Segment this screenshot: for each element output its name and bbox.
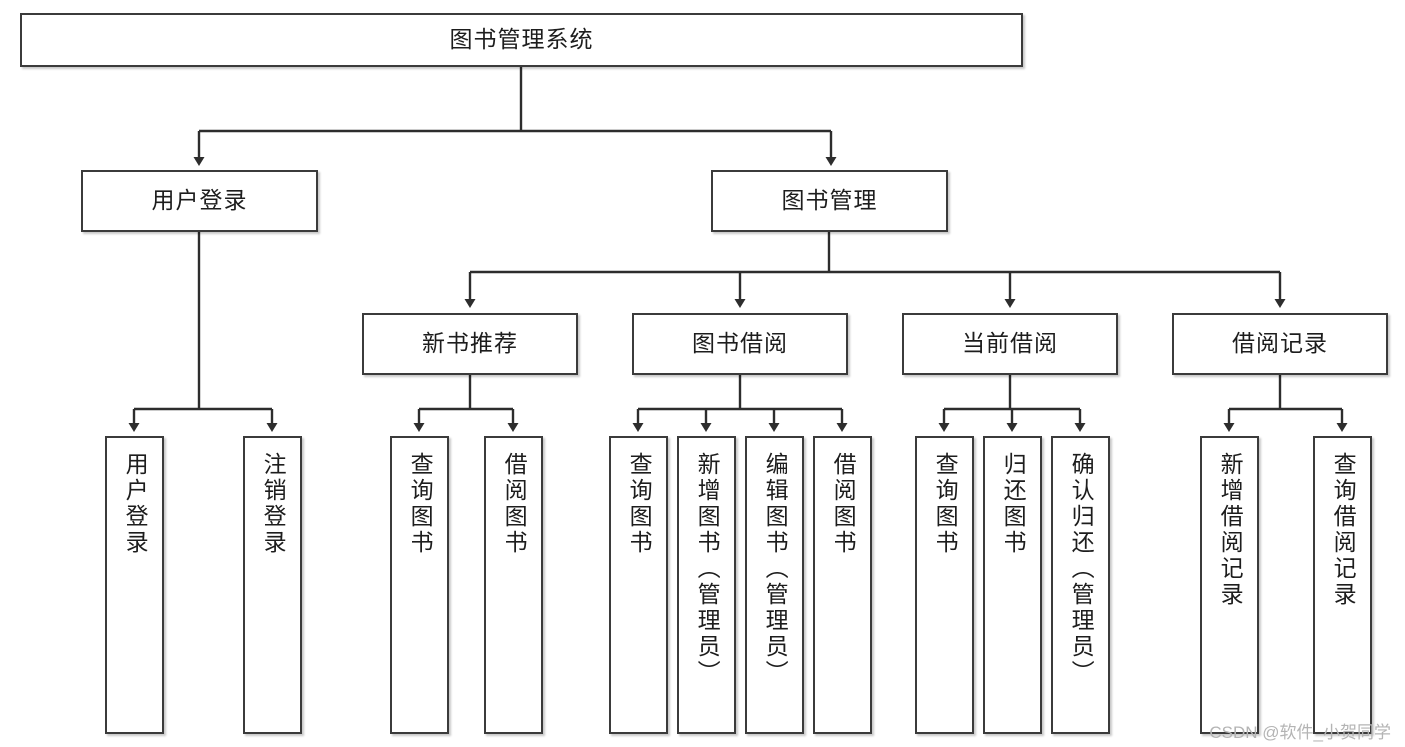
node-borrow-record-label: 借阅记录: [1232, 330, 1328, 357]
node-leaf-user-logout-label: 注销登录: [260, 452, 287, 556]
node-leaf-rec-query-record-label: 查询借阅记录: [1330, 452, 1357, 608]
node-book-manage-label: 图书管理: [781, 187, 878, 214]
node-leaf-cur-confirm-return-label: 确认归还（管理员）: [1068, 452, 1095, 686]
node-root-label: 图书管理系统: [449, 26, 594, 53]
node-leaf-cur-query-book[interactable]: 查询图书: [915, 436, 974, 734]
node-leaf-cur-return-book[interactable]: 归还图书: [983, 436, 1042, 734]
node-leaf-borrow-query-book[interactable]: 查询图书: [609, 436, 668, 734]
node-leaf-rec-query-book[interactable]: 查询图书: [390, 436, 449, 734]
node-root[interactable]: 图书管理系统: [20, 13, 1023, 67]
node-book-borrow[interactable]: 图书借阅: [632, 313, 848, 375]
node-leaf-borrow-lend-book-label: 借阅图书: [830, 452, 857, 556]
node-book-borrow-label: 图书借阅: [692, 330, 788, 357]
node-current-borrow[interactable]: 当前借阅: [902, 313, 1118, 375]
node-leaf-cur-confirm-return[interactable]: 确认归还（管理员）: [1051, 436, 1110, 734]
node-leaf-cur-query-book-label: 查询图书: [932, 452, 959, 556]
node-leaf-user-login[interactable]: 用户登录: [105, 436, 164, 734]
node-leaf-user-login-label: 用户登录: [122, 452, 149, 556]
node-leaf-user-logout[interactable]: 注销登录: [243, 436, 302, 734]
node-leaf-borrow-edit-book-label: 编辑图书（管理员）: [762, 452, 789, 686]
node-user-login-label: 用户登录: [151, 187, 248, 214]
node-leaf-rec-add-record[interactable]: 新增借阅记录: [1200, 436, 1259, 734]
node-leaf-rec-borrow-book-label: 借阅图书: [501, 452, 528, 556]
node-leaf-borrow-add-book-label: 新增图书（管理员）: [694, 452, 721, 686]
node-leaf-borrow-add-book[interactable]: 新增图书（管理员）: [677, 436, 736, 734]
node-leaf-rec-borrow-book[interactable]: 借阅图书: [484, 436, 543, 734]
node-new-book-rec-label: 新书推荐: [422, 330, 518, 357]
node-book-manage[interactable]: 图书管理: [711, 170, 948, 232]
node-leaf-borrow-edit-book[interactable]: 编辑图书（管理员）: [745, 436, 804, 734]
node-leaf-rec-query-record[interactable]: 查询借阅记录: [1313, 436, 1372, 734]
node-leaf-borrow-lend-book[interactable]: 借阅图书: [813, 436, 872, 734]
node-leaf-rec-query-book-label: 查询图书: [407, 452, 434, 556]
node-user-login[interactable]: 用户登录: [81, 170, 318, 232]
node-leaf-borrow-query-book-label: 查询图书: [626, 452, 653, 556]
node-borrow-record[interactable]: 借阅记录: [1172, 313, 1388, 375]
node-new-book-rec[interactable]: 新书推荐: [362, 313, 578, 375]
node-current-borrow-label: 当前借阅: [962, 330, 1058, 357]
node-leaf-cur-return-book-label: 归还图书: [1000, 452, 1027, 556]
node-leaf-rec-add-record-label: 新增借阅记录: [1217, 452, 1244, 608]
